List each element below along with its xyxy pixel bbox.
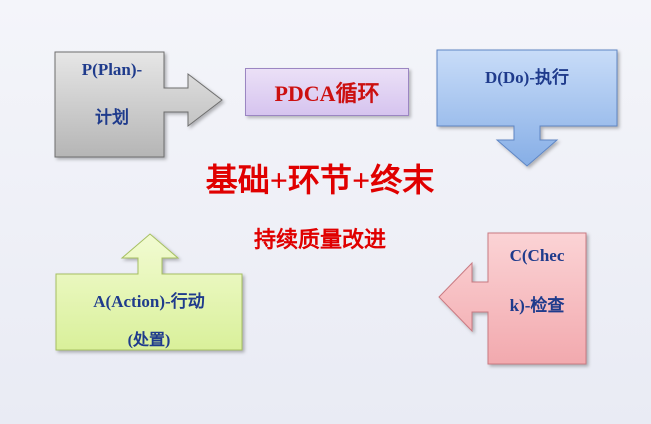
do-label: D(Do)-执行 xyxy=(484,68,570,87)
subline-text: 持续质量改进 xyxy=(253,227,386,252)
action-label-line2: (处置) xyxy=(127,332,171,349)
headline-text: 基础+环节+终末 xyxy=(205,162,435,198)
do-arrow-shape xyxy=(436,49,618,167)
pdca-cycle-box: PDCA循环 xyxy=(245,68,409,116)
check-arrow-shape xyxy=(438,232,587,365)
plan-label-line1: P(Plan)- xyxy=(81,60,143,79)
check-label-line2: k)-检查 xyxy=(509,296,565,315)
check-label-line1: C(Chec xyxy=(509,246,565,265)
action-label-line1: A(Action)-行动 xyxy=(93,292,205,311)
plan-arrow-shape xyxy=(54,51,223,158)
plan-label-line2: 计划 xyxy=(95,108,129,127)
action-arrow-shape xyxy=(55,233,243,351)
